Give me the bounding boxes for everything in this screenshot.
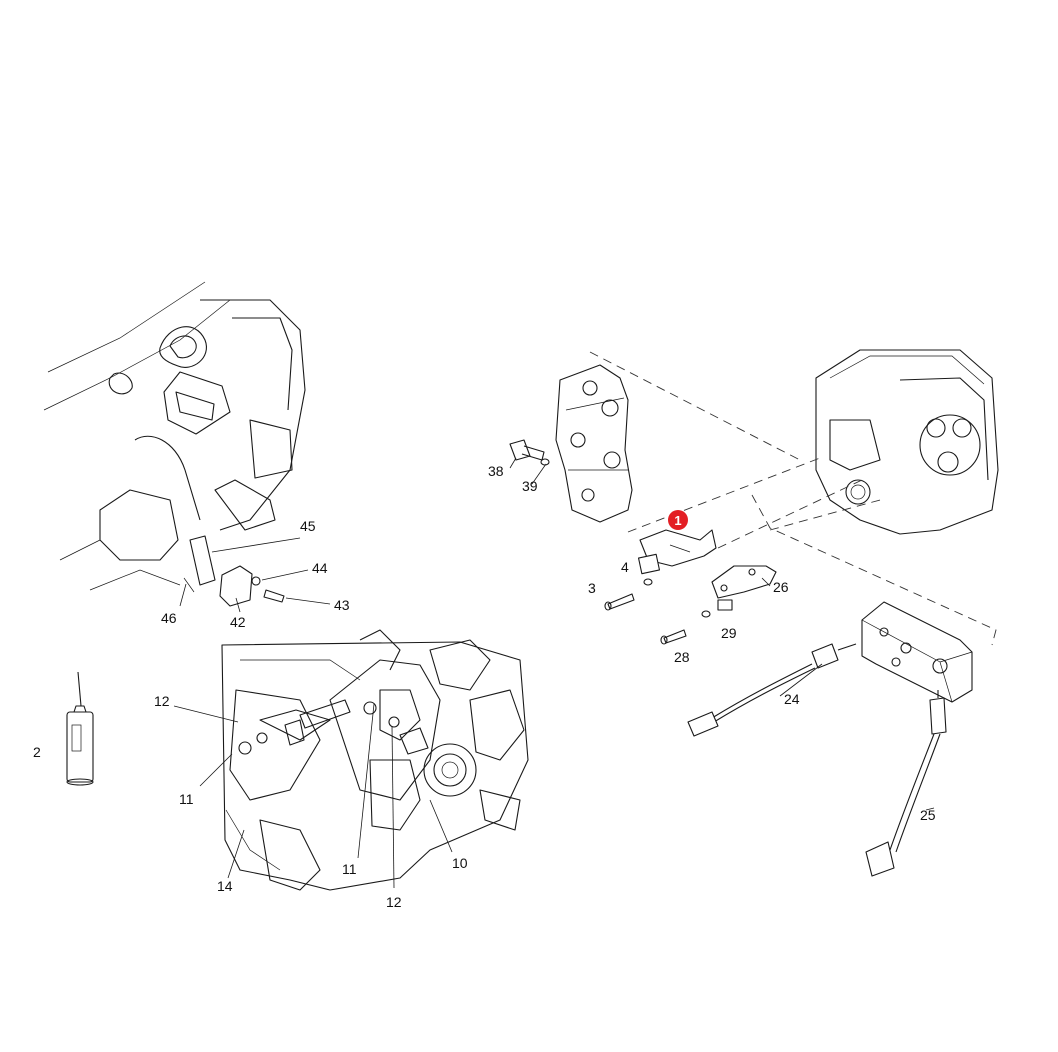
callout-12-top: 12 [154,693,170,709]
callout-46: 46 [161,610,177,626]
callout-labels: 2 3 4 10 11 11 12 12 14 24 25 26 28 29 3… [33,463,936,910]
explode-lines [589,351,997,646]
manifold-block [687,601,973,877]
callout-11-left: 11 [179,791,194,807]
housing-bracket-assembly [43,281,306,607]
callout-38: 38 [488,463,504,479]
callout-2: 2 [33,744,41,760]
gearbox-housing [815,349,999,535]
solenoid-valve [604,529,717,611]
callout-25: 25 [920,807,936,823]
callout-4: 4 [621,559,629,575]
callout-45: 45 [300,518,316,534]
speed-sensor [660,565,777,645]
valve-block [555,364,633,523]
callout-42: 42 [230,614,246,630]
callout-39: 39 [522,478,538,494]
highlight-circle [668,510,688,530]
highlight-marker: 1 [668,510,688,530]
temperature-sensor [509,439,550,466]
callout-14: 14 [217,878,233,894]
highlight-label: 1 [674,513,681,528]
callout-43: 43 [334,597,350,613]
callout-28: 28 [674,649,690,665]
transmission-assembly [221,629,529,891]
leader-lines [173,457,935,889]
callout-3: 3 [588,580,596,596]
callout-24: 24 [784,691,800,707]
callout-44: 44 [312,560,328,576]
sealant-tube [66,671,94,786]
callout-29: 29 [721,625,737,641]
callout-26: 26 [773,579,789,595]
callout-11-right: 11 [342,861,357,877]
callout-12-bottom: 12 [386,894,402,910]
callout-10: 10 [452,855,468,871]
